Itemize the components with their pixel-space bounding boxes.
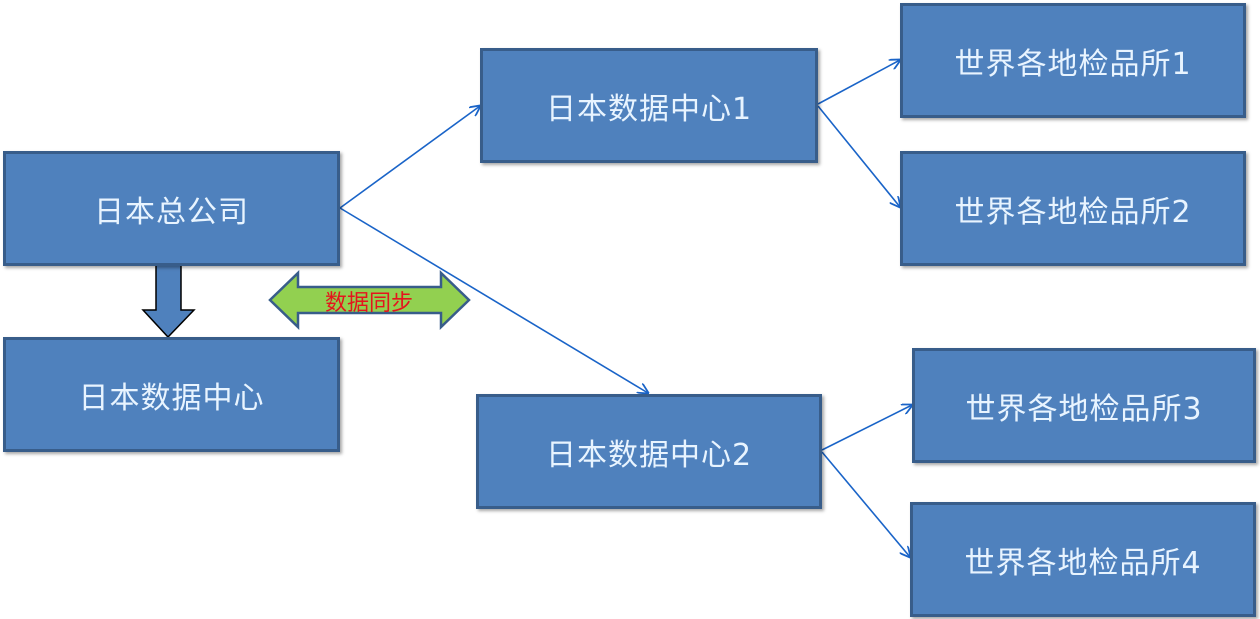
arrow-dc2-to-lab4 bbox=[821, 451, 910, 557]
arrow-dc1-to-lab1 bbox=[817, 60, 900, 105]
sync-label: 数据同步 bbox=[324, 291, 413, 316]
node-inspection-lab-3: 世界各地检品所3 bbox=[912, 348, 1256, 463]
node-inspection-lab-2: 世界各地检品所2 bbox=[900, 151, 1246, 266]
node-japan-data-center: 日本数据中心 bbox=[3, 337, 340, 452]
arrow-hq-to-dc2 bbox=[339, 207, 648, 393]
node-inspection-lab-1: 世界各地检品所1 bbox=[900, 3, 1246, 118]
down-block-arrow bbox=[141, 264, 196, 339]
arrow-dc2-to-lab3 bbox=[821, 405, 912, 451]
node-japan-hq: 日本总公司 bbox=[3, 151, 340, 266]
node-japan-data-center-1: 日本数据中心1 bbox=[480, 48, 818, 163]
node-inspection-lab-4: 世界各地检品所4 bbox=[910, 502, 1256, 617]
arrow-dc1-to-lab2 bbox=[817, 105, 900, 207]
sync-double-arrow bbox=[268, 270, 471, 330]
node-japan-data-center-2: 日本数据中心2 bbox=[476, 394, 822, 509]
arrow-hq-to-dc1 bbox=[339, 106, 480, 209]
